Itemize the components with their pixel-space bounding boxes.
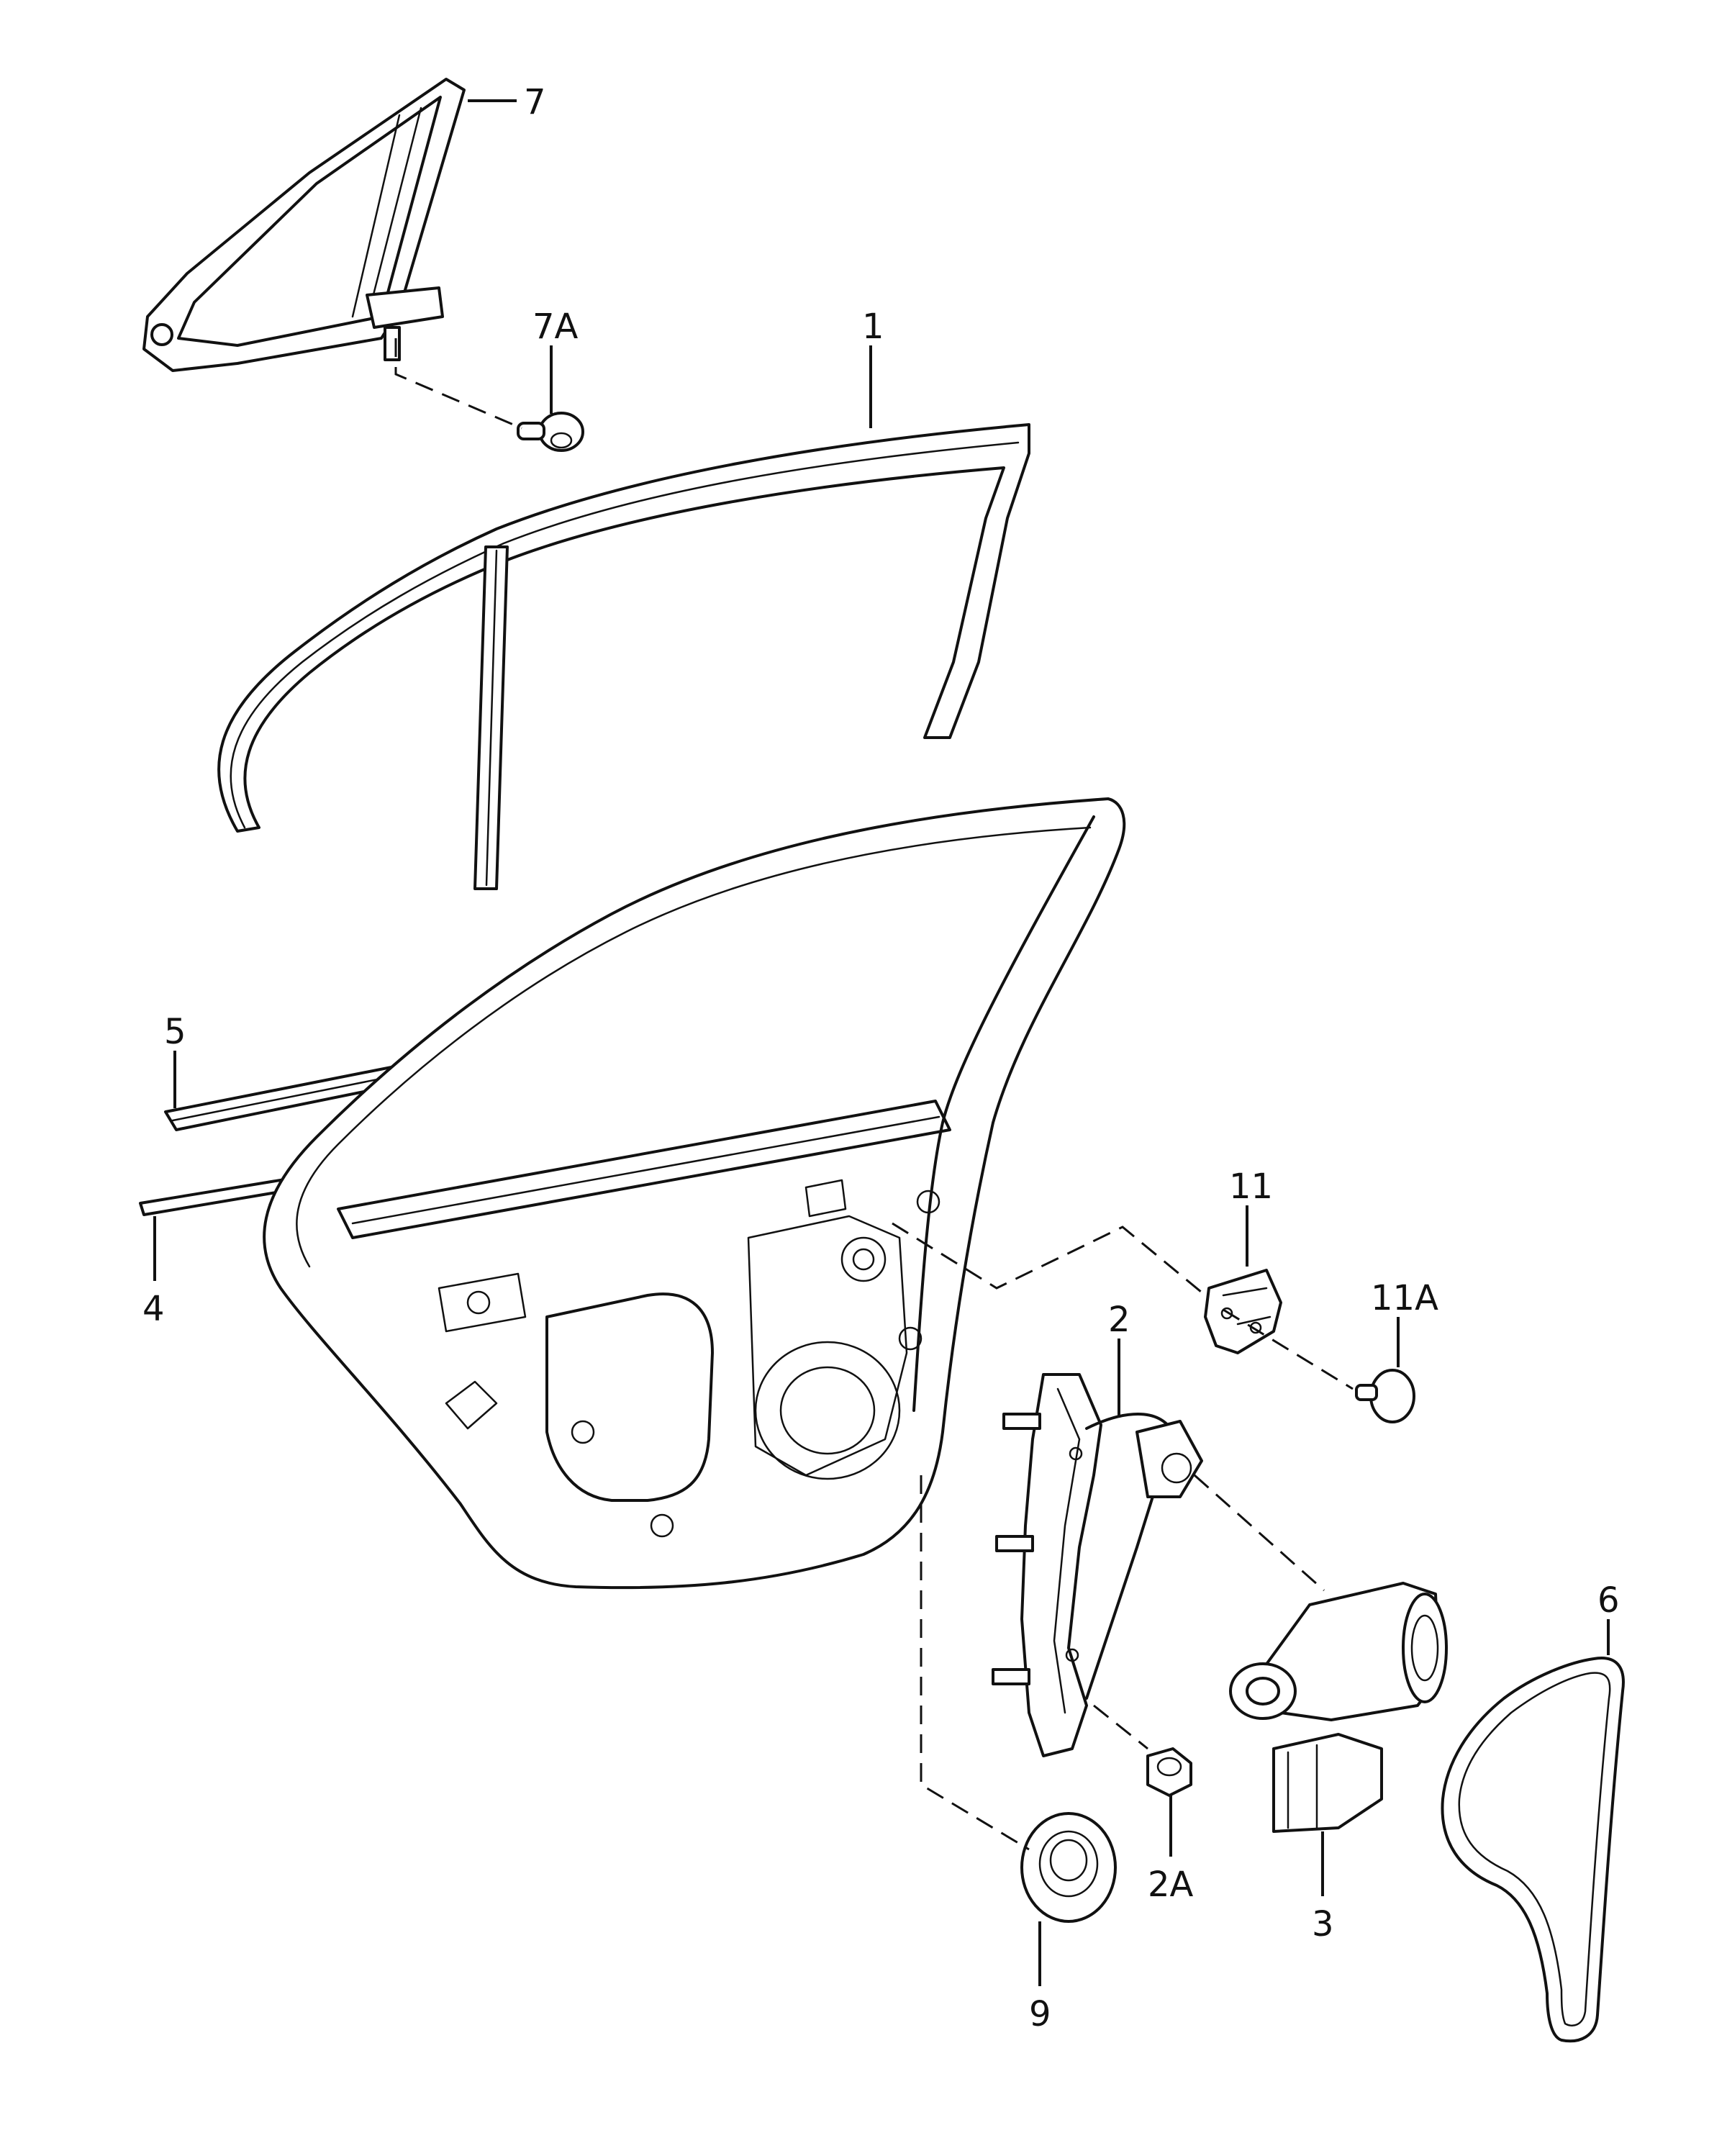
part-2-window-regulator — [992, 1373, 1203, 1757]
callout-11: 11 — [1229, 1167, 1273, 1207]
callout-2: 2 — [1108, 1300, 1130, 1340]
door-shell — [263, 797, 1126, 1590]
part-2a-nut — [1146, 1747, 1192, 1797]
leader-lines — [153, 99, 1610, 1986]
callout-5: 5 — [164, 1012, 186, 1052]
callout-labels: 7 7A 1 5 4 11 11A 2 2A 3 6 9 — [142, 82, 1620, 2034]
callout-4: 4 — [142, 1289, 165, 1329]
part-6-door-seal — [1441, 1657, 1625, 2043]
callout-2a: 2A — [1148, 1865, 1194, 1905]
part-3-window-motor — [1229, 1582, 1448, 1833]
part-1-window-channel — [217, 423, 1030, 890]
callout-7a: 7A — [532, 307, 579, 347]
callout-7: 7 — [524, 82, 546, 122]
part-7-quarter-window-trim — [142, 78, 466, 372]
callout-9: 9 — [1029, 1994, 1051, 2034]
callout-6: 6 — [1597, 1580, 1620, 1621]
part-11-bracket — [1204, 1269, 1282, 1354]
part-11a-push-rivet — [1355, 1369, 1415, 1423]
part-9-plug — [1020, 1812, 1117, 1923]
callout-1: 1 — [862, 307, 884, 347]
callout-11a: 11A — [1371, 1278, 1438, 1318]
part-7a-fastener — [517, 412, 584, 452]
callout-3: 3 — [1312, 1904, 1334, 1944]
